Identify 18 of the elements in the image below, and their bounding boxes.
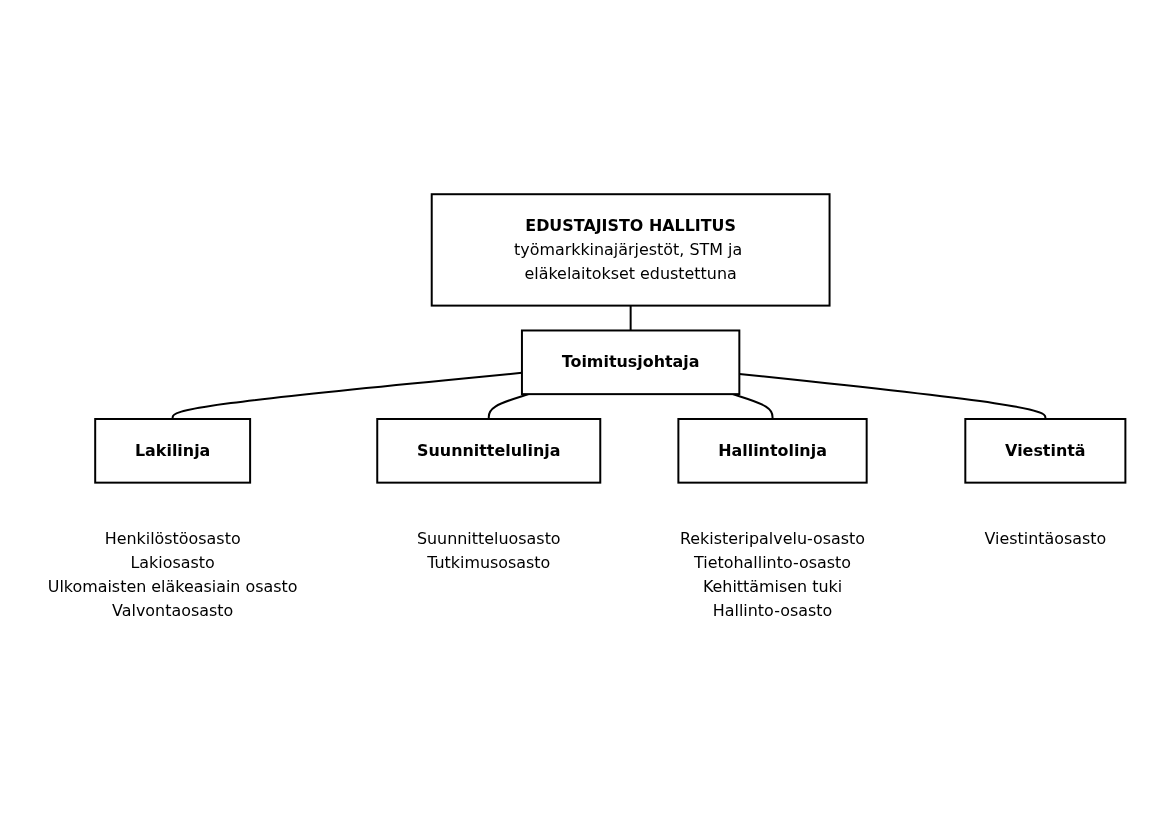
node-label: Hallinto-osasto bbox=[712, 601, 833, 620]
node-box: Lakilinja bbox=[94, 418, 252, 484]
node-label: Valvontaosasto bbox=[112, 601, 234, 620]
node-label: Viestintäosasto bbox=[984, 529, 1107, 549]
node-box: Toimitusjohtaja bbox=[520, 329, 741, 396]
connector bbox=[629, 304, 632, 332]
node-label: Rekisteripalvelu-osasto bbox=[679, 529, 866, 549]
node-label: Tutkimusosasto bbox=[427, 553, 551, 573]
node-label: Henkilöstöosasto bbox=[104, 529, 241, 549]
node-box: Suunnittelulinja bbox=[376, 418, 602, 484]
node-label: Tietohallinto-osasto bbox=[694, 553, 851, 573]
node-box: Hallintolinja bbox=[677, 418, 868, 484]
node-label: Suunnitteluosasto bbox=[416, 529, 561, 549]
node-label: Kehittämisen tuki bbox=[702, 577, 843, 597]
node-label: Ulkomaisten eläkeasiain osasto bbox=[47, 577, 298, 597]
node-box: EDUSTAJISTO HALLITUS työmarkkinajärjestöt, STM ja eläkelaitokset edustettuna bbox=[430, 193, 831, 307]
node-label: Lakiosasto bbox=[130, 553, 215, 573]
node-box: Viestintä bbox=[964, 418, 1127, 484]
